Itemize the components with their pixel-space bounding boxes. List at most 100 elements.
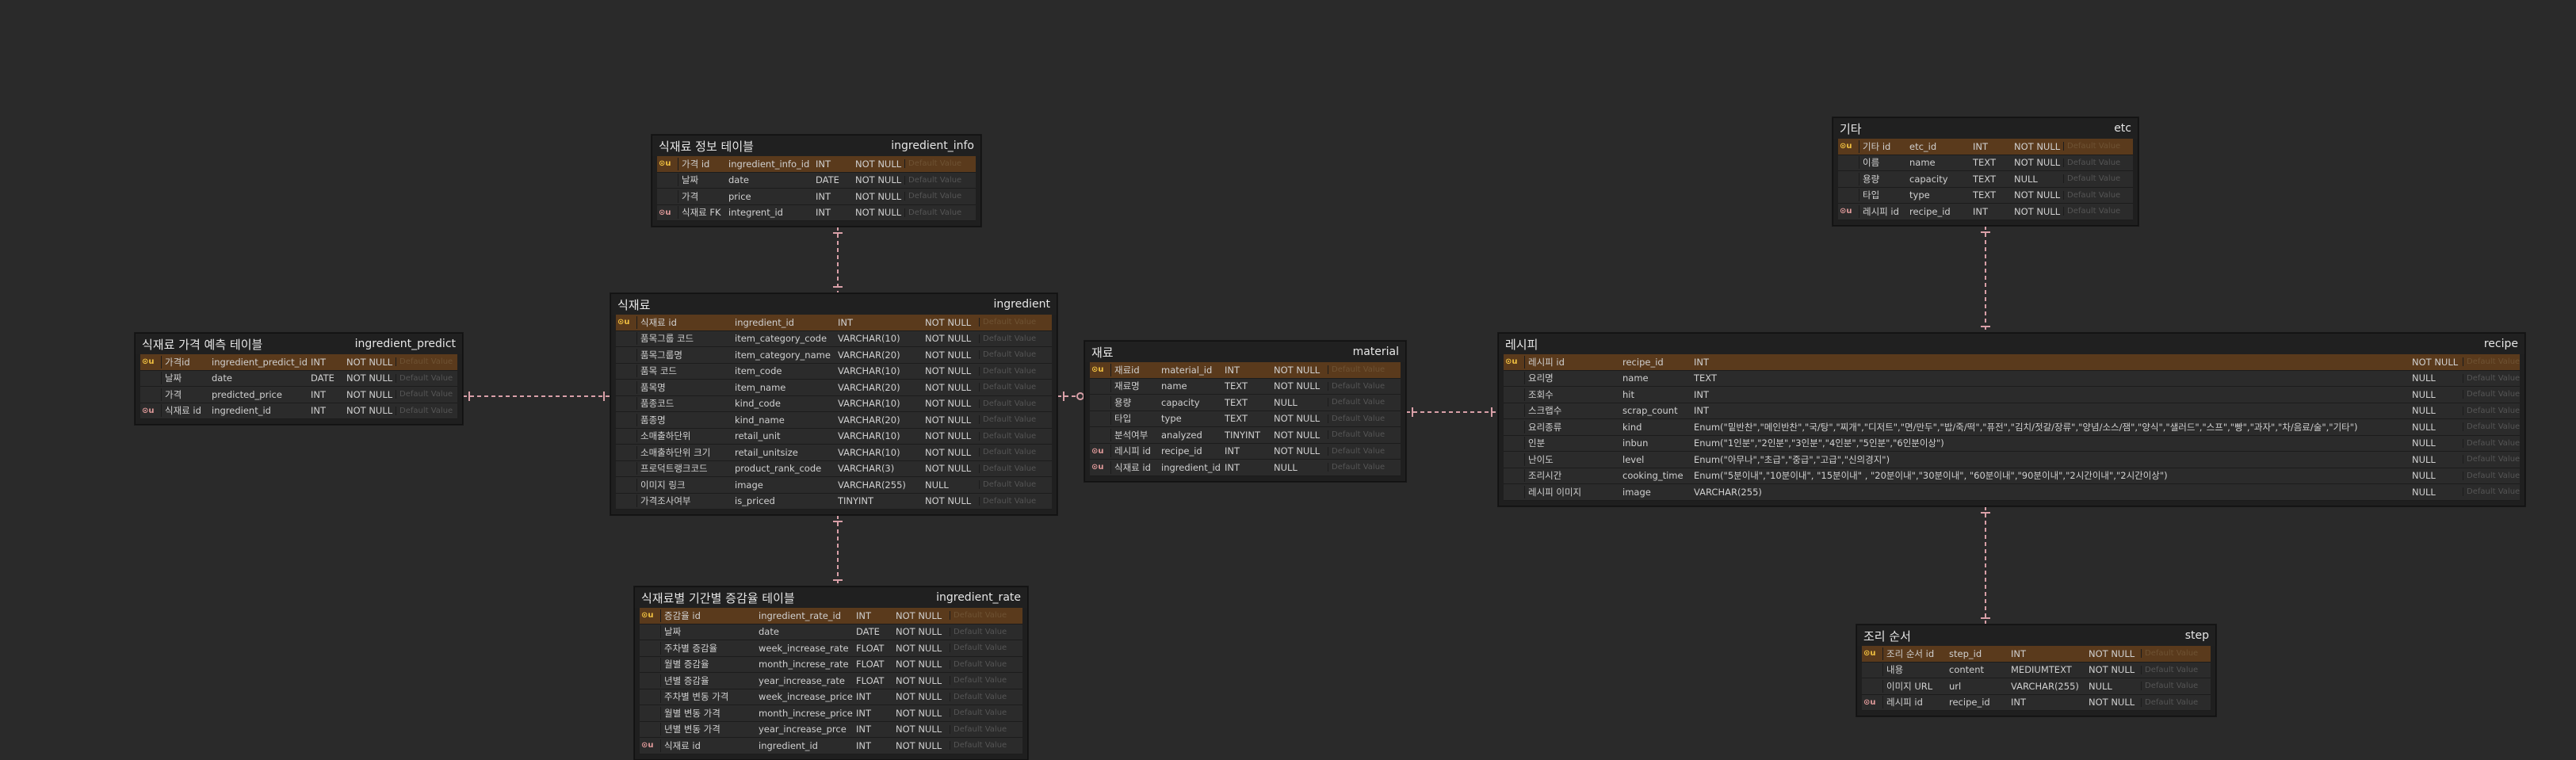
column-type: INT: [311, 356, 327, 368]
column-type: INT: [1973, 205, 1989, 217]
column-logical-name: 가격: [678, 189, 725, 203]
column-default-value: Default Value: [904, 175, 976, 185]
column-type: VARCHAR(255): [2011, 680, 2079, 692]
column-default-value: Default Value: [2463, 487, 2520, 497]
column-logical-name: 식재료 id: [161, 404, 208, 418]
column-type: DATE: [311, 372, 334, 384]
column-default-value: Default Value: [2141, 665, 2211, 674]
column-physical-name: ingredient_id: [212, 405, 271, 417]
column-nullability: NULL: [925, 479, 949, 491]
column-physical-name: step_id: [1949, 647, 1982, 659]
column-physical-name: item_code: [735, 365, 782, 377]
column-logical-name: 가격 id: [678, 157, 725, 170]
column-default-value: Default Value: [950, 676, 1022, 686]
column-logical-name: 식재료 id: [636, 315, 732, 329]
column-physical-name: year_increase_prce: [759, 724, 847, 735]
column-physical-name: month_increse_rate: [759, 659, 849, 670]
column-nullability: NULL: [2089, 680, 2112, 692]
column-type: INT: [1225, 364, 1240, 376]
column-physical-name: ingredient_info_id: [728, 158, 810, 170]
column-nullability: NOT NULL: [855, 158, 902, 170]
column-physical-name: recipe_id: [1949, 697, 1990, 708]
column-nullability: NOT NULL: [346, 356, 393, 368]
column-default-value: Default Value: [2463, 471, 2520, 480]
column-type: DATE: [856, 626, 880, 638]
column-physical-name: week_increase_price: [759, 691, 853, 703]
column-default-value: Default Value: [1328, 381, 1401, 391]
column-type: INT: [838, 316, 854, 328]
